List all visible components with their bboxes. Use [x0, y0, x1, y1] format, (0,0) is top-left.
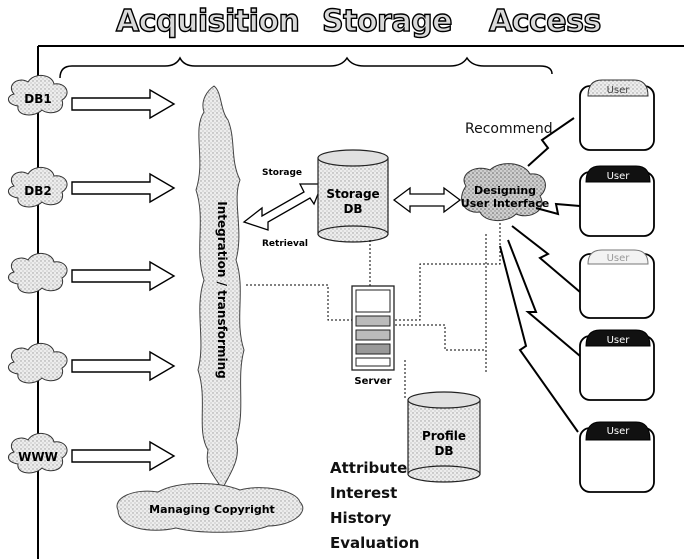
user-label-3: User	[607, 253, 631, 264]
header-storage: Storage	[321, 3, 453, 39]
header-access: Access	[488, 3, 602, 39]
server-label: Server	[354, 376, 391, 387]
user-label-5: User	[607, 426, 631, 437]
arrow-www	[71, 440, 176, 472]
profile-attribute-2: Interest	[330, 484, 398, 502]
flow-label-storage: Storage	[262, 168, 302, 178]
source-label-www: WWW	[18, 450, 58, 464]
user-label-4: User	[607, 335, 631, 346]
db-ui-arrow	[392, 186, 462, 214]
arrow-db2	[71, 172, 176, 204]
source-cloud-3	[8, 253, 68, 294]
server-icon	[351, 285, 395, 371]
storage-db-line1: Storage	[326, 187, 379, 201]
user-box-4: User	[579, 329, 655, 401]
profile-db-line2: DB	[434, 444, 453, 458]
integration-label: Integration / transforming	[215, 201, 229, 378]
flow-label-retrieval: Retrieval	[262, 239, 308, 249]
source-label-db2: DB2	[24, 184, 51, 198]
source-cloud-db2: DB2	[8, 167, 68, 208]
ui-cloud	[461, 163, 546, 221]
profile-db-line1: Profile	[422, 429, 466, 443]
user-box-2: User	[579, 165, 655, 237]
source-cloud-4	[8, 343, 68, 384]
section-bracket	[59, 56, 553, 79]
user-label-1: User	[607, 85, 631, 96]
storage-retrieval-arrow	[242, 183, 323, 231]
arrow-source-3	[71, 260, 176, 292]
profile-attribute-3: History	[330, 509, 392, 527]
storage-db-line2: DB	[343, 202, 362, 216]
copyright-label: Managing Copyright	[149, 503, 275, 516]
arrow-source-4	[71, 350, 176, 382]
recommend-label: Recommend	[465, 121, 553, 137]
ui-cloud-line2: User Interface	[461, 197, 549, 210]
storage-db-cylinder	[317, 149, 389, 243]
user-box-3: User	[579, 249, 655, 319]
copyright-cloud	[116, 483, 304, 533]
lightning-links	[499, 117, 581, 433]
profile-attribute-1: Attribute	[330, 459, 408, 477]
source-cloud-db1: DB1	[8, 75, 68, 116]
profile-attribute-4: Evaluation	[330, 534, 420, 552]
profile-db-cylinder	[407, 391, 481, 483]
dotted-connections	[246, 222, 501, 400]
source-cloud-www: WWW	[8, 433, 68, 474]
source-label-db1: DB1	[24, 92, 51, 106]
user-box-5: User	[579, 421, 655, 493]
arrow-db1	[71, 88, 176, 120]
user-box-1: User	[579, 79, 655, 151]
user-label-2: User	[607, 171, 631, 182]
header-acquisition: Acquisition	[115, 3, 300, 39]
ui-cloud-line1: Designing	[474, 184, 536, 197]
